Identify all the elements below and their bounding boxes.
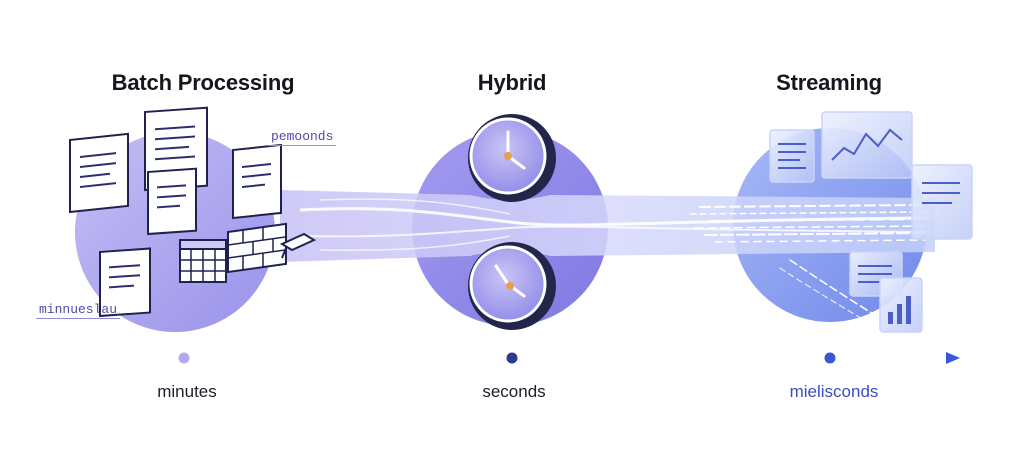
upper-doc-tag: pemoonds — [268, 129, 337, 146]
latency-label-minutes: minutes — [157, 382, 217, 401]
timeline-dot-streaming — [824, 352, 836, 364]
lower-doc-tag: minnueslau — [36, 302, 121, 319]
dashboard-panel-icon — [769, 111, 973, 297]
clock-icon — [468, 114, 556, 330]
latency-label-seconds: seconds — [482, 382, 546, 401]
hybrid-title: Hybrid — [477, 70, 547, 95]
streaming-title: Streaming — [776, 70, 882, 95]
calendar-icon — [179, 239, 227, 283]
timeline-dot-hybrid — [506, 352, 518, 364]
latency-label-milliseconds: mielisconds — [789, 382, 879, 401]
stream-data-lines — [689, 204, 931, 325]
clip-icon — [279, 232, 317, 259]
batch-processing-title: Batch Processing — [111, 70, 295, 95]
data-flow-band — [280, 190, 935, 262]
timeline-dot-batch — [178, 352, 190, 364]
bar-chart-icon — [879, 277, 923, 333]
brick-wall-icon — [227, 222, 287, 274]
document-icon — [69, 106, 282, 318]
